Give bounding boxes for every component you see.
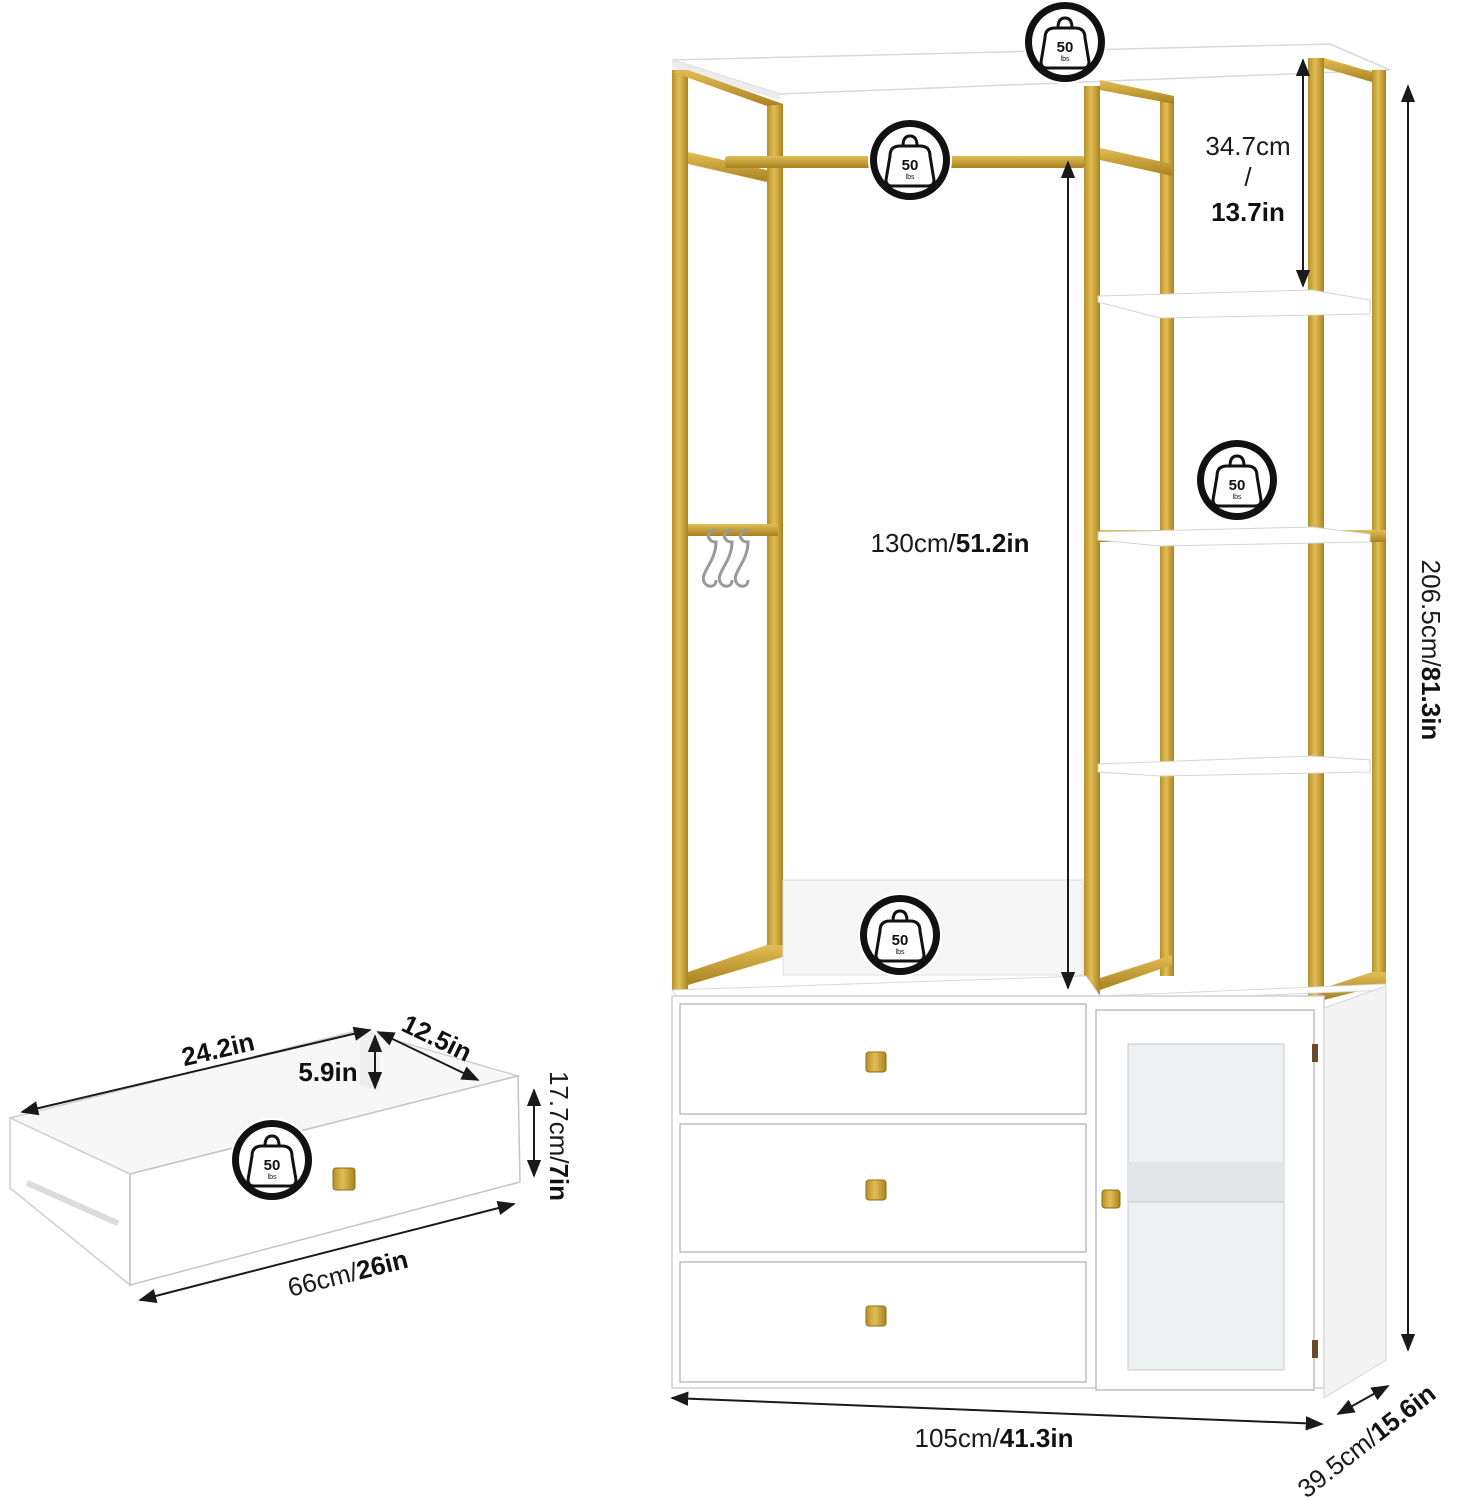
dim-width-in: 41.3in <box>1000 1423 1074 1453</box>
shelf <box>1097 755 1371 777</box>
dim-width-cm: 105cm/ <box>915 1423 1001 1453</box>
dim-width: 105cm/41.3in <box>915 1423 1074 1453</box>
weight-badge-value: 50 <box>1229 477 1246 494</box>
weight-badge-unit: lbs <box>896 949 905 956</box>
weight-badge-icon: 50 lbs <box>1195 438 1279 522</box>
left-frame <box>672 70 783 990</box>
dim-total-height-cm: 206.5cm/ <box>1416 560 1446 668</box>
dimension-lines <box>20 58 1416 1431</box>
weight-badge-icon: 50 lbs <box>1023 0 1107 84</box>
dim-depth-in: 15.6in <box>1365 1378 1442 1447</box>
dim-depth: 39.5cm/15.6in <box>1292 1378 1441 1500</box>
dim-hanging-height-cm: 130cm/ <box>871 528 957 558</box>
dim-shelf-gap: 34.7cm / 13.7in <box>1205 131 1290 227</box>
dim-drawer-height-in: 7in <box>544 1163 574 1201</box>
dim-drawer-inner-depth: 5.9in <box>298 1057 357 1087</box>
dim-total-height: 206.5cm/81.3in <box>1416 560 1446 741</box>
dim-drawer-front-width: 66cm/26in <box>285 1244 411 1303</box>
knob-icon[interactable] <box>1101 1189 1121 1209</box>
weight-badge-unit: lbs <box>1233 494 1242 501</box>
dim-drawer-front-width-cm: 66cm/ <box>285 1256 362 1302</box>
dim-total-height-in: 81.3in <box>1416 667 1446 741</box>
weight-badge-value: 50 <box>902 157 919 174</box>
hook-icon <box>701 528 750 588</box>
knob-icon <box>332 1167 356 1191</box>
weight-badge-unit: lbs <box>268 1174 277 1181</box>
knob-icon[interactable] <box>865 1305 887 1327</box>
dim-shelf-gap-in: 13.7in <box>1211 197 1285 227</box>
side-shelves <box>1097 289 1371 777</box>
weight-badge-value: 50 <box>892 932 909 949</box>
weight-badge-icon: 50 lbs <box>858 893 942 977</box>
dim-shelf-gap-cm: 34.7cm <box>1205 131 1290 161</box>
shelf <box>1097 526 1371 547</box>
top-panel <box>671 43 1391 95</box>
weight-badge-icon: 50 lbs <box>868 118 952 202</box>
shelf <box>1097 289 1371 319</box>
drawer-front[interactable] <box>679 1261 1087 1383</box>
drawer-slide <box>25 1180 120 1227</box>
hinge-icon <box>1312 1044 1318 1062</box>
weight-badge-value: 50 <box>264 1157 281 1174</box>
weight-badge-value: 50 <box>1057 39 1074 56</box>
dim-depth-cm: 39.5cm/ <box>1292 1423 1384 1500</box>
base-cabinet <box>671 985 1387 1399</box>
dim-shelf-gap-sep: / <box>1244 162 1252 192</box>
weight-badge-unit: lbs <box>906 174 915 181</box>
weight-badge-icon: 50 lbs <box>230 1118 314 1202</box>
hinge-icon <box>1312 1340 1318 1358</box>
weight-badge-unit: lbs <box>1061 56 1070 63</box>
dim-drawer-height: 17.7cm/7in <box>544 1071 574 1201</box>
knob-icon[interactable] <box>865 1051 887 1073</box>
dim-hanging-height: 130cm/51.2in <box>871 528 1030 558</box>
dim-hanging-height-in: 51.2in <box>956 528 1030 558</box>
dim-drawer-front-width-in: 26in <box>353 1244 411 1286</box>
knob-icon[interactable] <box>865 1179 887 1201</box>
dim-drawer-height-cm: 17.7cm/ <box>544 1071 574 1164</box>
wardrobe <box>671 43 1391 1399</box>
glass-panel <box>1127 1043 1285 1371</box>
